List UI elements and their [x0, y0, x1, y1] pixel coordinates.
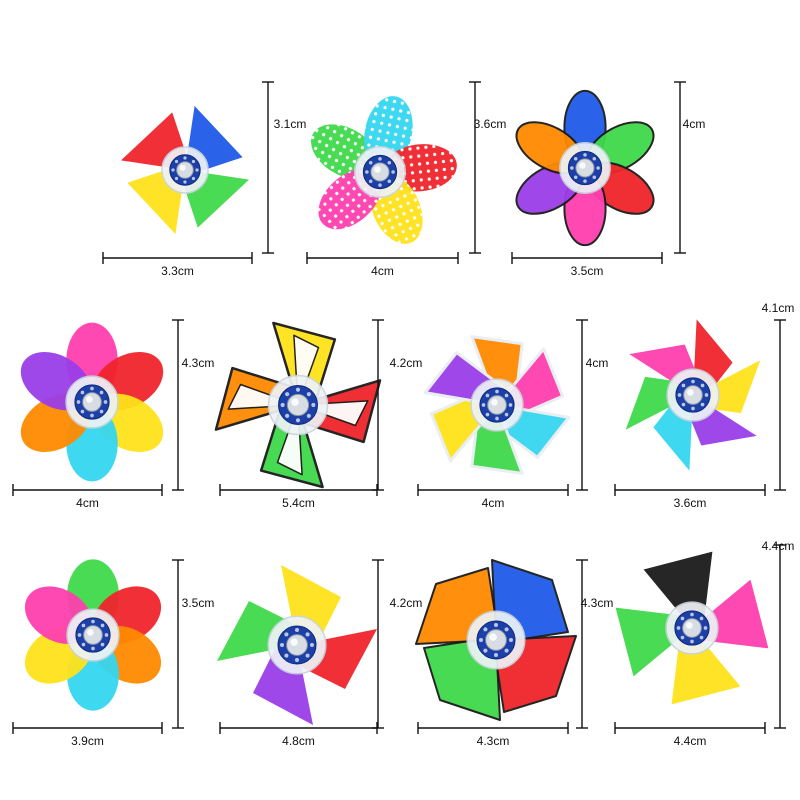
- height-label: 4cm: [683, 117, 706, 131]
- width-label: 4cm: [371, 264, 394, 278]
- spinner-pinwheel-angular: [217, 565, 377, 725]
- spinner-pinwheel-kite: [615, 551, 769, 705]
- spinner-pinwheel-outlined: [415, 559, 577, 721]
- spinner-flower-heart: [24, 559, 162, 711]
- spinner-pinwheel-geometric: [214, 321, 382, 489]
- height-label: 4.3cm: [581, 596, 614, 610]
- height-label: 4.3cm: [182, 356, 215, 370]
- width-label: 4.4cm: [674, 734, 707, 748]
- height-label: 4.2cm: [390, 596, 423, 610]
- width-label: 3.9cm: [71, 734, 104, 748]
- height-label: 3.6cm: [474, 117, 507, 131]
- spinner-flower-polka-dot: [311, 96, 457, 244]
- width-label: 3.5cm: [571, 264, 604, 278]
- height-label: 4.4cm: [762, 539, 795, 553]
- width-label: 3.3cm: [161, 264, 194, 278]
- width-label: 4cm: [482, 496, 505, 510]
- height-label: 4.1cm: [762, 301, 795, 315]
- height-label: 3.1cm: [274, 117, 307, 131]
- spinner-pinwheel-swirl: [423, 335, 571, 475]
- height-label: 4cm: [586, 356, 609, 370]
- height-label: 3.5cm: [182, 596, 215, 610]
- spinner-flower-6-petal: [515, 89, 655, 247]
- width-label: 4.3cm: [477, 734, 510, 748]
- width-label: 4cm: [76, 496, 99, 510]
- spinner-pinwheel-4-blade: [121, 106, 249, 234]
- width-label: 3.6cm: [674, 496, 707, 510]
- width-label: 5.4cm: [282, 496, 315, 510]
- width-label: 4.8cm: [282, 734, 315, 748]
- height-label: 4.2cm: [390, 356, 423, 370]
- spinner-pinwheel-6-blade: [625, 319, 761, 471]
- spinner-cherry-blossom: [20, 322, 164, 482]
